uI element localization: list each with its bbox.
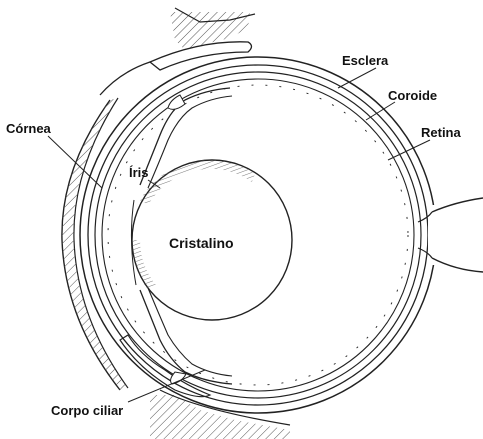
label-esclera: Esclera (342, 54, 388, 67)
label-retina: Retina (421, 126, 461, 139)
label-cornea: Córnea (6, 122, 51, 135)
label-iris: Íris (129, 166, 149, 179)
label-coroide: Coroide (388, 89, 437, 102)
label-corpo-ciliar: Corpo ciliar (51, 404, 123, 417)
label-cristalino: Cristalino (169, 236, 234, 250)
eyelid-upper (100, 42, 252, 95)
